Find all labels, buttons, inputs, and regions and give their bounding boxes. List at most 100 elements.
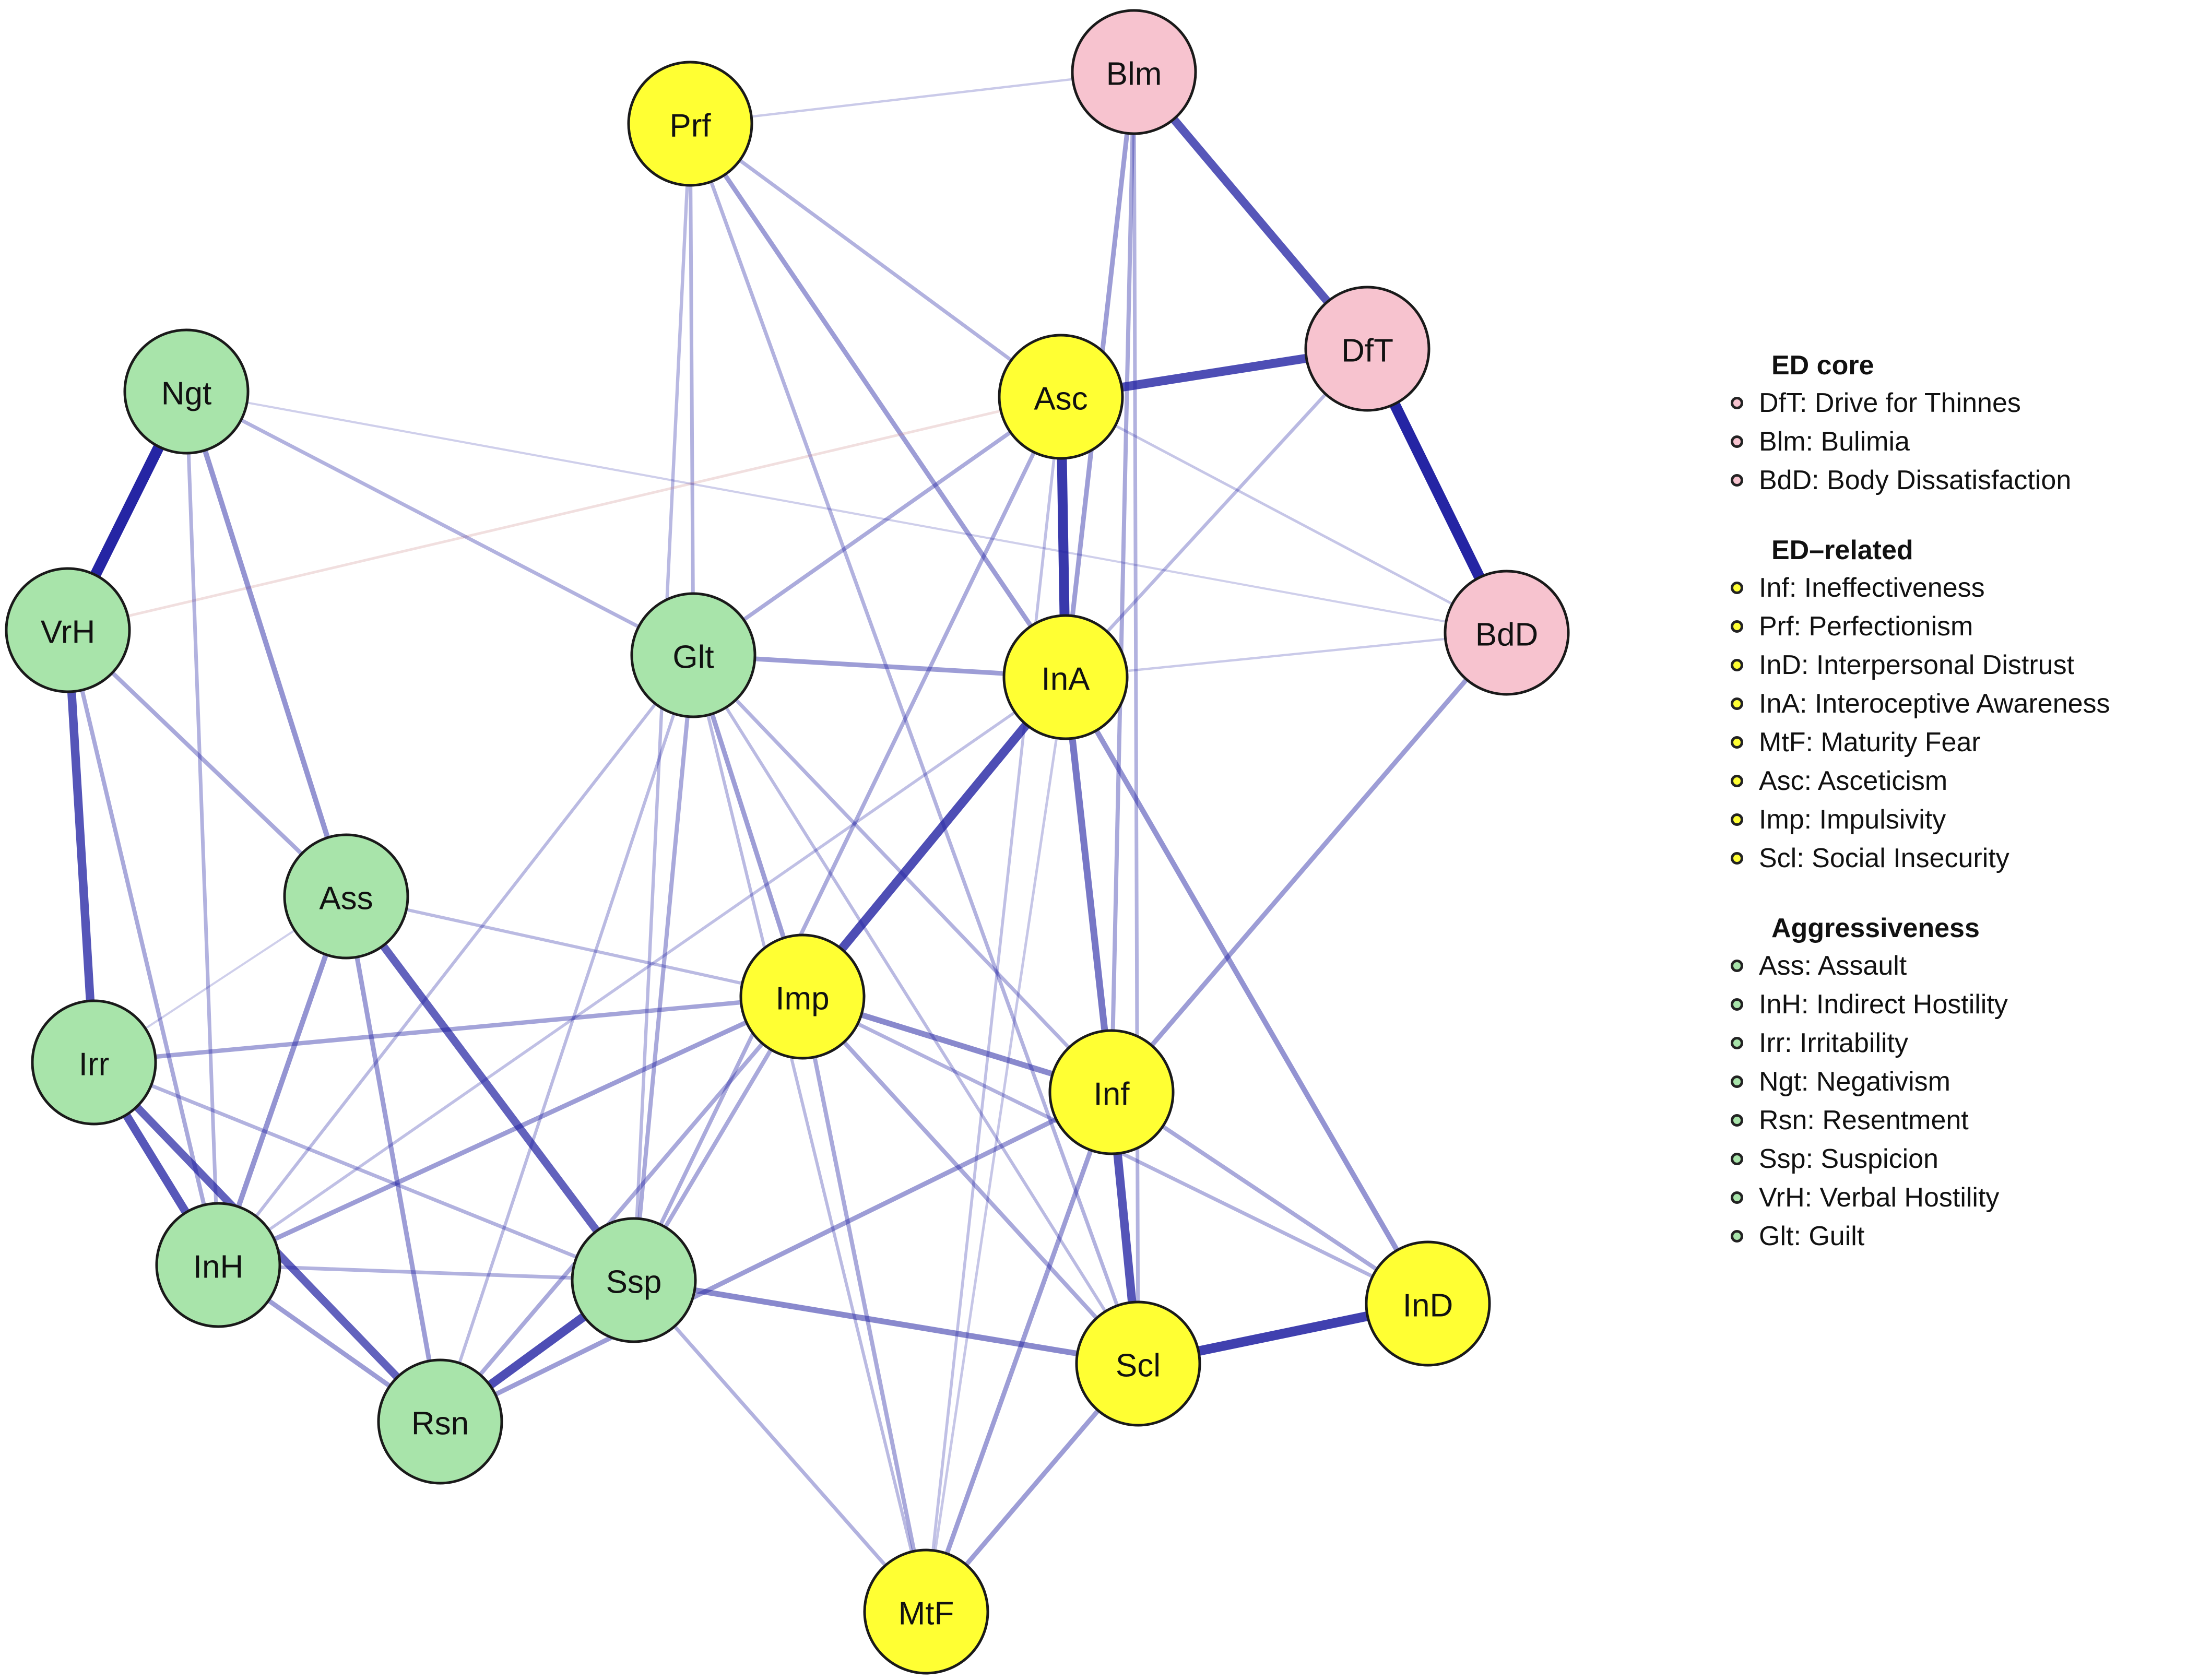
legend-item-label: VrH: Verbal Hostility xyxy=(1759,1182,2000,1213)
edge-inh-imp xyxy=(216,994,805,1268)
legend-item: Inf: Ineffectiveness xyxy=(1728,569,2198,607)
edge-inh-ina xyxy=(217,676,1067,1267)
legend-item: InA: Interoceptive Awareness xyxy=(1728,684,2198,723)
edge-asc-bdd xyxy=(1059,395,1508,634)
legend-item-label: Irr: Irritability xyxy=(1759,1028,1908,1058)
edge-asc-vrh xyxy=(66,395,1062,632)
node-label: InD xyxy=(1403,1288,1453,1324)
node-label: MtF xyxy=(898,1596,954,1632)
legend-item-label: Prf: Perfectionism xyxy=(1759,611,1973,642)
legend-item-label: Ass: Assault xyxy=(1759,951,1907,981)
node-label: Ngt xyxy=(161,376,211,412)
legend-group-title: Aggressiveness xyxy=(1771,913,1980,943)
legend-item: Ngt: Negativism xyxy=(1728,1062,2198,1101)
node-ssp: Ssp xyxy=(571,1217,697,1343)
legend-group-title: ED–related xyxy=(1771,535,1913,565)
edge-inh-ssp xyxy=(216,1263,636,1282)
legend-swatch-icon xyxy=(1731,620,1743,633)
legend-item: InH: Indirect Hostility xyxy=(1728,985,2198,1024)
legend-item-label: Asc: Asceticism xyxy=(1759,766,1948,796)
node-label: Blm xyxy=(1106,56,1162,92)
node-circle xyxy=(1048,1029,1175,1155)
legend-swatch-icon xyxy=(1731,775,1743,787)
node-circle xyxy=(1304,286,1430,412)
node-circle xyxy=(123,328,250,455)
edge-glt-mtf xyxy=(692,654,928,1613)
legend-swatch-icon xyxy=(1731,582,1743,594)
legend-swatch-icon xyxy=(1731,435,1743,448)
legend-swatch-icon xyxy=(1731,1037,1743,1049)
legend-swatch-icon xyxy=(1731,1153,1743,1165)
edge-ass-ssp xyxy=(342,892,638,1284)
legend-item: Prf: Perfectionism xyxy=(1728,607,2198,646)
legend-item: InD: Interpersonal Distrust xyxy=(1728,646,2198,684)
node-ind: InD xyxy=(1365,1240,1491,1367)
node-label: BdD xyxy=(1475,617,1539,653)
edge-ass-inh xyxy=(216,894,349,1268)
edge-ssp-mtf xyxy=(632,1278,928,1614)
edge-ina-inf xyxy=(1062,673,1115,1096)
edge-asc-ssp xyxy=(632,395,1063,1282)
node-circle xyxy=(627,61,753,187)
legend-item-label: MtF: Maturity Fear xyxy=(1759,727,1981,758)
node-circle xyxy=(1365,1240,1491,1367)
node-circle xyxy=(571,1217,697,1343)
node-label: Inf xyxy=(1094,1076,1130,1113)
node-label: Ass xyxy=(319,881,373,917)
node-label: Imp xyxy=(775,981,829,1017)
node-vrh: VrH xyxy=(5,567,131,693)
legend-item-label: DfT: Drive for Thinnes xyxy=(1759,388,2021,418)
legend-swatch-icon xyxy=(1731,1230,1743,1243)
legend-swatch-icon xyxy=(1731,998,1743,1011)
edge-rsn-inf xyxy=(438,1090,1114,1424)
node-circle xyxy=(5,567,131,693)
edge-glt-inh xyxy=(217,654,695,1267)
legend-item-label: InA: Interoceptive Awareness xyxy=(1759,689,2110,719)
legend-swatch-icon xyxy=(1731,397,1743,409)
legend-item-label: InH: Indirect Hostility xyxy=(1759,989,2008,1020)
legend-item: Rsn: Resentment xyxy=(1728,1101,2198,1140)
node-scl: Scl xyxy=(1075,1300,1201,1427)
legend-swatch-icon xyxy=(1731,1191,1743,1204)
legend-item-label: Imp: Impulsivity xyxy=(1759,804,1946,835)
node-circle xyxy=(1075,1300,1201,1427)
legend-item: Imp: Impulsivity xyxy=(1728,800,2198,839)
node-label: Irr xyxy=(79,1047,110,1083)
node-label: Glt xyxy=(672,640,714,676)
edge-ngt-ass xyxy=(184,389,349,899)
legend-item-label: Ssp: Suspicion xyxy=(1759,1144,1938,1174)
node-label: InA xyxy=(1041,661,1090,697)
legend-item-label: Inf: Ineffectiveness xyxy=(1759,573,1985,603)
legend-item: Ass: Assault xyxy=(1728,947,2198,985)
legend-swatch-icon xyxy=(1731,852,1743,865)
legend-swatch-icon xyxy=(1731,1114,1743,1127)
node-label: DfT xyxy=(1341,333,1393,369)
node-mtf: MtF xyxy=(863,1548,989,1675)
legend-item: MtF: Maturity Fear xyxy=(1728,723,2198,762)
edge-ssp-scl xyxy=(631,1277,1141,1367)
legend-swatch-icon xyxy=(1731,1075,1743,1088)
node-blm: Blm xyxy=(1071,9,1197,135)
edge-glt-ngt xyxy=(184,389,695,657)
node-circle xyxy=(1444,570,1570,696)
legend-item: Ssp: Suspicion xyxy=(1728,1140,2198,1178)
edge-glt-inf xyxy=(691,653,1114,1094)
edge-rsn-imp xyxy=(438,995,805,1424)
node-irr: Irr xyxy=(31,999,157,1126)
node-circle xyxy=(1002,614,1129,740)
node-label: VrH xyxy=(41,614,95,650)
node-label: InH xyxy=(193,1249,243,1285)
legend-item-label: Rsn: Resentment xyxy=(1759,1105,1969,1135)
edge-ass-rsn xyxy=(344,894,443,1424)
legend-item-label: Ngt: Negativism xyxy=(1759,1067,1950,1097)
edge-ina-ind xyxy=(1063,675,1430,1306)
node-circle xyxy=(998,334,1124,460)
edge-prf-scl xyxy=(688,122,1140,1366)
node-label: Prf xyxy=(669,108,711,144)
node-asc: Asc xyxy=(998,334,1124,460)
legend-group-title: ED core xyxy=(1771,350,1874,381)
node-label: Scl xyxy=(1116,1348,1161,1384)
node-circle xyxy=(155,1202,281,1328)
